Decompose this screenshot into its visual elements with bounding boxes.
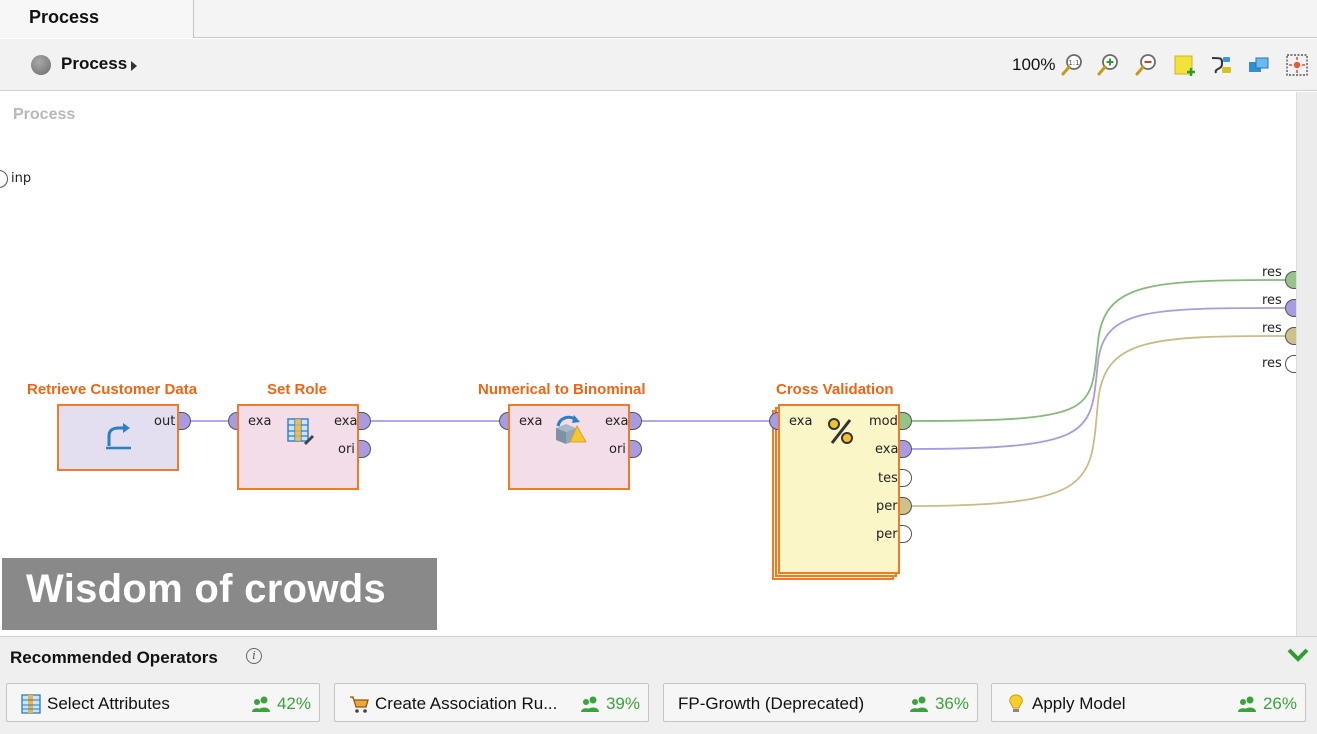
auto-wire-icon[interactable] (1208, 52, 1234, 78)
operator-cross-validation[interactable]: exa mod exa tes per per (778, 404, 900, 574)
port-label: ori (338, 442, 355, 457)
result-port-label: res (1262, 265, 1282, 280)
operator-retrieve-customer-data[interactable]: out (57, 404, 179, 471)
tab-strip: Process (0, 0, 1317, 38)
result-port[interactable] (1285, 299, 1296, 317)
process-root-icon[interactable] (31, 55, 51, 75)
recommended-percent: 42% (276, 694, 311, 713)
result-port[interactable] (1285, 327, 1296, 345)
operator-numerical-to-binominal[interactable]: exa exa ori (508, 404, 630, 490)
svg-text:1:1: 1:1 (1068, 59, 1079, 67)
table-icon (21, 694, 41, 714)
result-port[interactable] (1285, 355, 1296, 373)
process-input-label: inp (11, 171, 32, 186)
recommended-label: Create Association Ru... (375, 694, 558, 713)
result-port-label: res (1262, 293, 1282, 308)
process-canvas[interactable]: Process inp res res res res Retrieve Cus… (0, 92, 1296, 636)
operator-set-role[interactable]: exa exa ori (237, 404, 359, 490)
recommended-operator-select-attributes[interactable]: Select Attributes 42% (6, 683, 320, 722)
port-label: exa (875, 442, 899, 457)
lightbulb-icon (1009, 694, 1023, 712)
recommended-operator-create-association-rules[interactable]: Create Association Ru... 39% (334, 683, 649, 722)
recommended-label: Apply Model (1032, 694, 1126, 713)
tab-process[interactable]: Process (0, 0, 194, 38)
recommended-percent: 36% (934, 694, 969, 713)
port-label: exa (519, 414, 543, 429)
port-label: exa (789, 414, 813, 429)
recommended-operator-apply-model[interactable]: Apply Model 26% (991, 683, 1306, 722)
recommended-label: FP-Growth (Deprecated) (678, 694, 865, 713)
retrieve-icon (106, 423, 131, 450)
process-toolbar: Process 100% 1:1 (0, 39, 1317, 91)
percent-icon (828, 418, 853, 444)
result-port-label: res (1262, 356, 1282, 371)
caption-overlay: Wisdom of crowds (2, 558, 437, 630)
users-icon (581, 696, 599, 712)
recommended-percent: 26% (1262, 694, 1297, 713)
port-label: ori (609, 442, 626, 457)
recommended-label: Select Attributes (47, 694, 170, 713)
recommended-percent: 39% (605, 694, 640, 713)
port-label: per (876, 527, 898, 542)
arrange-icon[interactable] (1246, 52, 1272, 78)
recommended-operator-fp-growth[interactable]: FP-Growth (Deprecated) 36% (663, 683, 978, 722)
fit-view-icon[interactable] (1284, 52, 1310, 78)
connection-wires (190, 279, 1289, 507)
operator-title-set-role: Set Role (267, 381, 328, 398)
operator-title-retrieve: Retrieve Customer Data (27, 381, 198, 398)
chevron-down-icon[interactable] (1287, 647, 1309, 663)
port-label: per (876, 499, 898, 514)
recommended-title: Recommended Operators (10, 648, 218, 667)
zoom-in-icon[interactable] (1096, 52, 1122, 78)
result-port-label: res (1262, 321, 1282, 336)
info-icon[interactable]: i (246, 648, 262, 664)
users-icon (1238, 696, 1256, 712)
canvas-scrollbar[interactable] (1296, 92, 1317, 636)
operator-title-cross-validation: Cross Validation (776, 381, 894, 398)
wire-model-result (909, 279, 1289, 422)
zoom-reset-icon[interactable]: 1:1 (1060, 52, 1086, 78)
port-label: exa (248, 414, 272, 429)
result-port[interactable] (1285, 271, 1296, 289)
tab-process-label: Process (29, 7, 100, 27)
users-icon (910, 696, 928, 712)
port-label: exa (334, 414, 358, 429)
port-label: out (154, 414, 176, 429)
set-role-icon (287, 418, 314, 445)
users-icon (252, 696, 270, 712)
wire-example-result (909, 307, 1289, 450)
cart-icon (350, 696, 369, 713)
operator-title-num2bin: Numerical to Binominal (478, 381, 646, 398)
canvas-title: Process (13, 106, 76, 123)
zoom-level: 100% (1012, 55, 1056, 74)
caption-text: Wisdom of crowds (26, 567, 387, 611)
convert-icon (556, 415, 587, 444)
recommended-operators-panel: Recommended Operators i Select Attribute… (0, 636, 1317, 734)
port-label: exa (605, 414, 629, 429)
breadcrumb-process[interactable]: Process (61, 54, 128, 73)
add-note-icon[interactable] (1172, 52, 1198, 78)
zoom-out-icon[interactable] (1134, 52, 1160, 78)
port-label: tes (878, 471, 898, 486)
wire-performance-result (909, 335, 1289, 507)
breadcrumb-expand-icon[interactable] (131, 61, 137, 71)
port-label: mod (869, 414, 898, 429)
